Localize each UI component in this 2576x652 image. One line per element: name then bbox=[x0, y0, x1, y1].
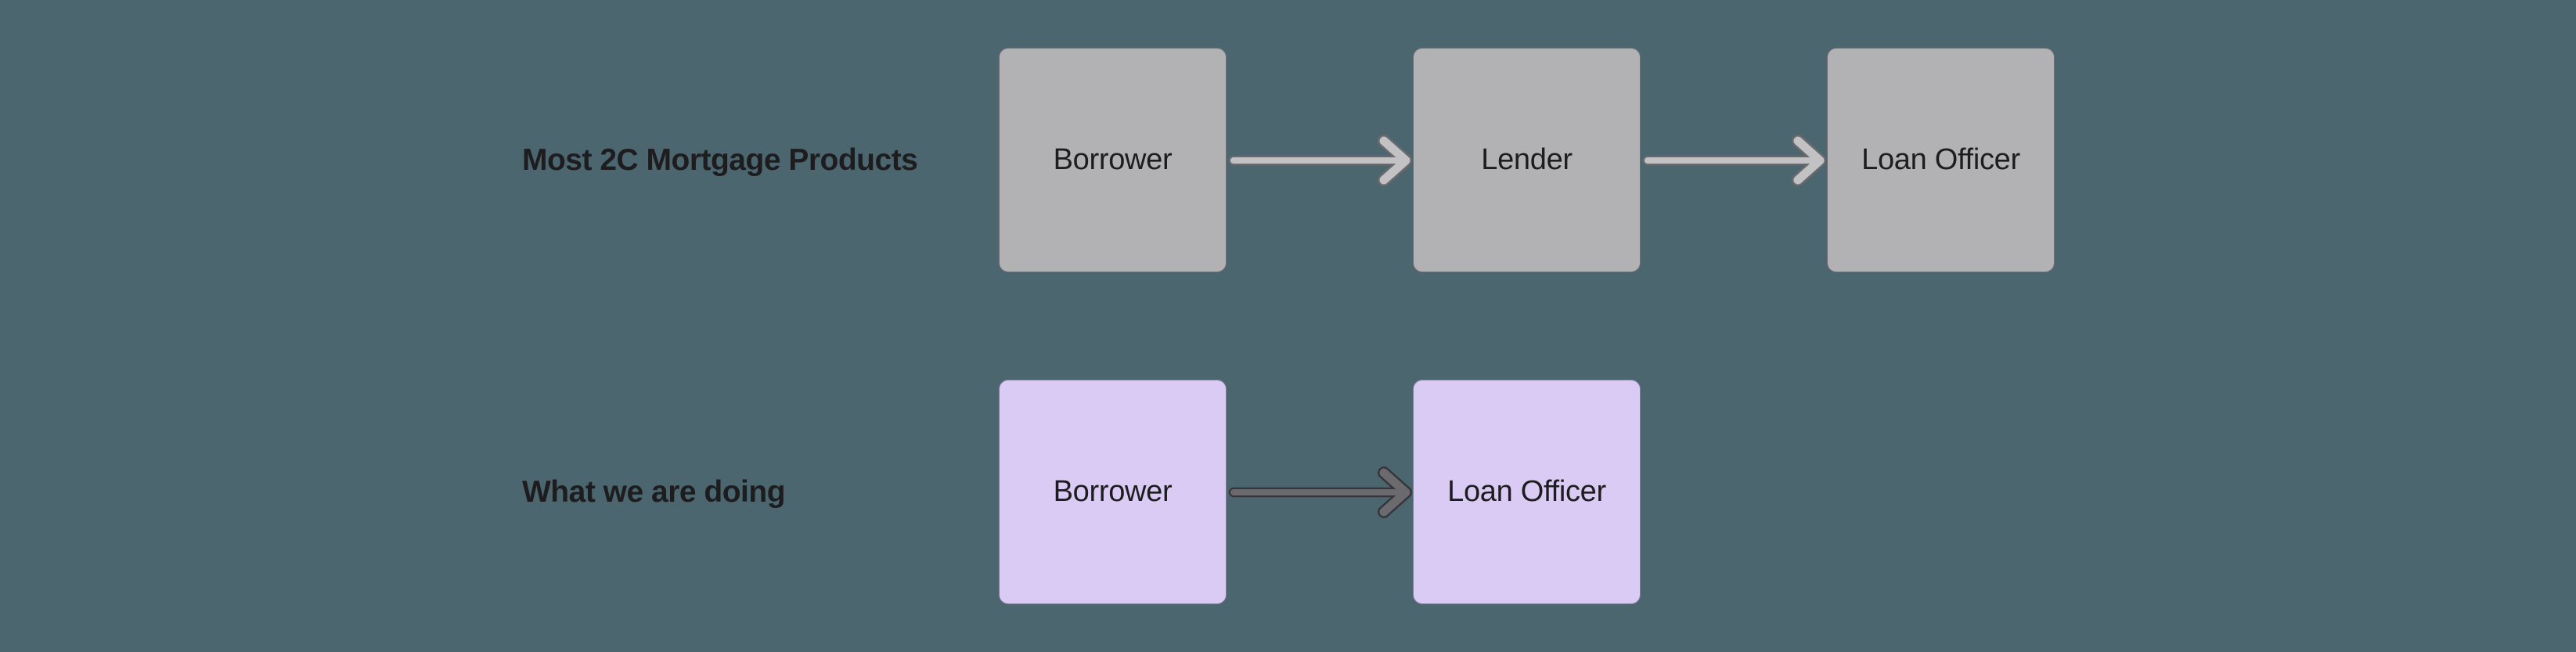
node-label: Borrower bbox=[1053, 475, 1173, 508]
node-borrower-row1: Borrower bbox=[999, 48, 1227, 272]
node-label: Borrower bbox=[1053, 143, 1173, 176]
arrow-right-icon bbox=[1228, 135, 1412, 186]
node-loan-officer-row2: Loan Officer bbox=[1413, 380, 1641, 604]
row-title-most-2c-mortgage-products: Most 2C Mortgage Products bbox=[522, 143, 918, 177]
node-loan-officer-row1: Loan Officer bbox=[1827, 48, 2055, 272]
row-title-what-we-are-doing: What we are doing bbox=[522, 475, 786, 509]
node-borrower-row2: Borrower bbox=[999, 380, 1227, 604]
arrow-right-icon bbox=[1228, 466, 1412, 518]
node-label: Lender bbox=[1481, 143, 1573, 176]
node-label: Loan Officer bbox=[1861, 143, 2020, 176]
node-lender: Lender bbox=[1413, 48, 1641, 272]
arrow-right-icon bbox=[1642, 135, 1826, 186]
node-label: Loan Officer bbox=[1447, 475, 1606, 508]
